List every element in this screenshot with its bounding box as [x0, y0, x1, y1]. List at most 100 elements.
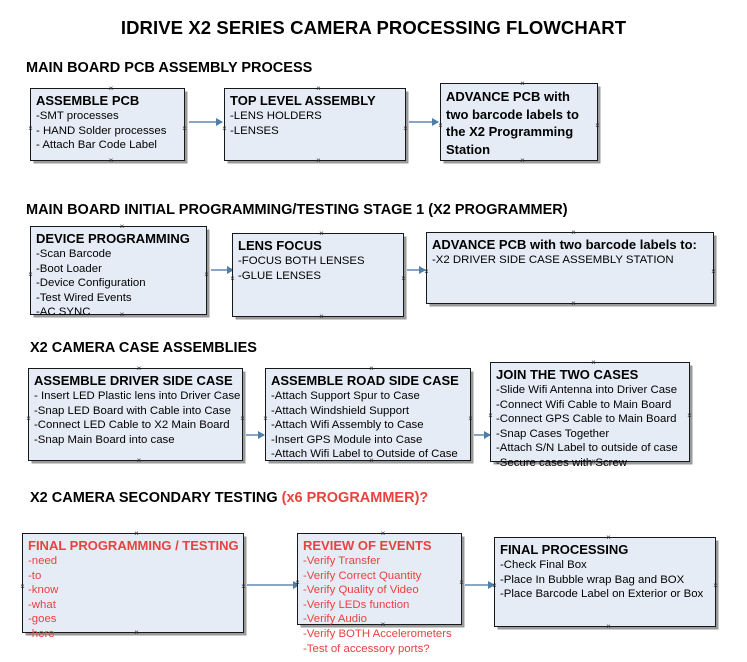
resize-handle-bottom[interactable]	[119, 311, 126, 318]
connector-final-programming-to-review	[247, 581, 300, 589]
section-heading-text: X2 CAMERA SECONDARY TESTING	[30, 490, 282, 506]
resize-handle-bottom[interactable]	[108, 157, 115, 164]
node-line: -need	[28, 555, 58, 567]
node-line: -Check Final Box	[500, 559, 587, 571]
node-join-the-two-cases[interactable]: JOIN THE TWO CASES -Slide Wifi Antenna i…	[487, 359, 693, 469]
resize-handle-bottom[interactable]	[519, 157, 526, 164]
resize-handle-bottom[interactable]	[368, 457, 375, 464]
resize-handle-left[interactable]	[491, 582, 498, 589]
resize-handle-top[interactable]	[590, 359, 597, 366]
resize-handle-bottom[interactable]	[605, 623, 612, 630]
node-line: -Attach Windshield Support	[271, 404, 410, 417]
resize-handle-left[interactable]	[487, 412, 494, 419]
resize-handle-left[interactable]	[423, 268, 430, 275]
resize-handle-top[interactable]	[119, 223, 126, 230]
connector-road-case-to-join-cases	[474, 431, 491, 439]
resize-handle-right[interactable]	[400, 275, 407, 282]
resize-handle-top[interactable]	[133, 530, 140, 537]
page-title: IDRIVE X2 SERIES CAMERA PROCESSING FLOWC…	[120, 17, 627, 38]
node-title: FINAL PROCESSING	[500, 542, 629, 557]
node-title: REVIEW OF EVENTS	[303, 538, 432, 553]
node-line: - Attach Bar Code Label	[36, 139, 157, 152]
node-line: -GLUE LENSES	[238, 269, 321, 282]
node-line: -goes	[28, 613, 57, 626]
resize-handle-right[interactable]	[712, 582, 719, 589]
node-line: -Connect Wifi Cable to Main Board	[496, 398, 672, 411]
resize-handle-top[interactable]	[519, 80, 526, 87]
resize-handle-bottom[interactable]	[133, 629, 140, 636]
node-line: -Verify BOTH Accelerometers	[303, 627, 452, 640]
node-line: -Attach S/N Label to outside of case	[496, 442, 678, 455]
node-line: -Verify Quality of Video	[303, 584, 419, 597]
node-line: -Test Wired Events	[36, 291, 132, 304]
node-line: -X2 DRIVER SIDE CASE ASSEMBLY STATION	[432, 254, 674, 266]
node-line: -here	[28, 627, 55, 640]
node-advance-pcb-driver-case[interactable]: ADVANCE PCB with two barcode labels to: …	[426, 232, 714, 304]
resize-handle-right[interactable]	[710, 268, 717, 275]
resize-handle-right[interactable]	[181, 125, 188, 132]
resize-handle-bottom[interactable]	[318, 313, 325, 320]
resize-handle-right[interactable]	[239, 415, 246, 422]
node-title: DEVICE PROGRAMMING	[36, 231, 190, 246]
node-assemble-driver-side-case[interactable]: ASSEMBLE DRIVER SIDE CASE - Insert LED P…	[28, 368, 243, 461]
resize-handle-top[interactable]	[318, 230, 325, 237]
resize-handle-right[interactable]	[458, 579, 465, 586]
resize-handle-right[interactable]	[203, 271, 210, 278]
node-top-level-assembly[interactable]: TOP LEVEL ASSEMBLY -LENS HOLDERS -LENSES	[224, 88, 406, 161]
node-line: -Snap LED Board with Cable into Case	[34, 404, 231, 417]
resize-handle-left[interactable]	[229, 275, 236, 282]
resize-handle-left[interactable]	[221, 125, 228, 132]
node-line: -Place In Bubble wrap Bag and BOX	[500, 573, 685, 586]
resize-handle-top[interactable]	[605, 534, 612, 541]
resize-handle-bottom[interactable]	[380, 621, 387, 628]
resize-handle-top[interactable]	[136, 365, 143, 372]
node-assemble-road-side-case[interactable]: ASSEMBLE ROAD SIDE CASE -Attach Support …	[265, 368, 471, 461]
node-device-programming[interactable]: DEVICE PROGRAMMING -Scan Barcode -Boot L…	[27, 223, 210, 318]
node-review-of-events[interactable]: REVIEW OF EVENTS -Verify Transfer -Verif…	[294, 530, 465, 655]
node-line: -Place Barcode Label on Exterior or Box	[500, 588, 704, 601]
resize-handle-bottom[interactable]	[315, 157, 322, 164]
resize-handle-left[interactable]	[25, 415, 32, 422]
resize-handle-left[interactable]	[27, 271, 34, 278]
resize-handle-left[interactable]	[437, 122, 444, 129]
node-line: -Snap Cases Together	[496, 427, 610, 440]
node-line: -Device Configuration	[36, 277, 146, 290]
resize-handle-top[interactable]	[380, 530, 387, 537]
resize-handle-bottom[interactable]	[590, 458, 597, 465]
node-final-processing[interactable]: FINAL PROCESSING -Check Final Box -Place…	[494, 537, 716, 627]
node-advance-pcb-station[interactable]: ADVANCE PCB with two barcode labels to t…	[440, 83, 598, 161]
node-line: -Verify Audio	[303, 613, 367, 626]
node-line: -LENSES	[230, 124, 279, 137]
node-title: TOP LEVEL ASSEMBLY	[230, 93, 376, 108]
resize-handle-top[interactable]	[570, 229, 577, 236]
resize-handle-right[interactable]	[594, 122, 601, 129]
node-title: ASSEMBLE PCB	[36, 93, 140, 108]
node-final-programming-testing[interactable]: FINAL PROGRAMMING / TESTING -need -to -k…	[19, 530, 247, 640]
node-line: -Verify Correct Quantity	[303, 569, 422, 582]
node-lens-focus[interactable]: LENS FOCUS -FOCUS BOTH LENSES -GLUE LENS…	[232, 233, 404, 317]
resize-handle-left[interactable]	[27, 125, 34, 132]
node-line: -to	[28, 569, 42, 582]
node-line: -Boot Loader	[36, 262, 102, 275]
resize-handle-left[interactable]	[262, 415, 269, 422]
resize-handle-bottom[interactable]	[570, 300, 577, 307]
resize-handle-right[interactable]	[467, 415, 474, 422]
resize-handle-left[interactable]	[19, 583, 26, 590]
node-line: -LENS HOLDERS	[230, 110, 322, 122]
node-line: -Attach Wifi Label to Outside of Case	[271, 448, 458, 461]
resize-handle-right[interactable]	[240, 583, 247, 590]
resize-handle-right[interactable]	[686, 412, 693, 419]
node-line: - Insert LED Plastic lens into Driver Ca…	[34, 390, 241, 402]
resize-handle-bottom[interactable]	[136, 457, 143, 464]
resize-handle-right[interactable]	[402, 125, 409, 132]
node-assemble-pcb[interactable]: ASSEMBLE PCB -SMT processes - HAND Solde…	[30, 88, 185, 161]
connector-driver-case-to-road-case	[246, 431, 265, 439]
resize-handle-top[interactable]	[108, 85, 115, 92]
node-line: -know	[28, 584, 59, 597]
connector-review-to-final-processing	[465, 581, 495, 589]
resize-handle-top[interactable]	[368, 365, 375, 372]
resize-handle-left[interactable]	[294, 579, 301, 586]
node-line: -Verify LEDs function	[303, 598, 410, 611]
resize-handle-top[interactable]	[315, 85, 322, 92]
node-line: -FOCUS BOTH LENSES	[238, 255, 365, 267]
